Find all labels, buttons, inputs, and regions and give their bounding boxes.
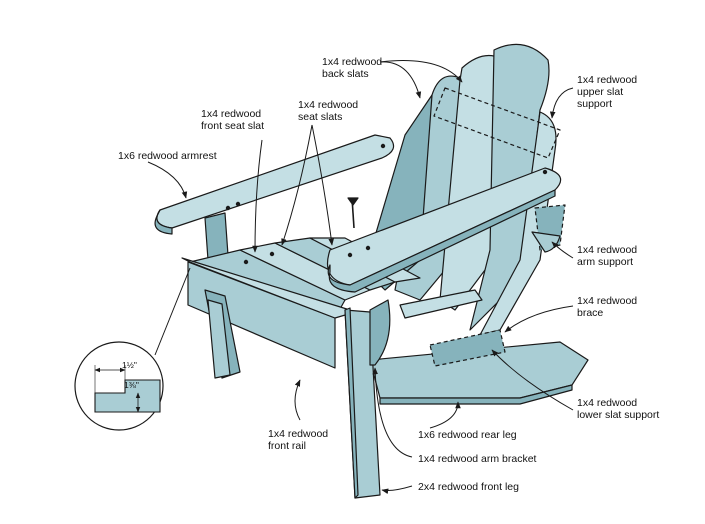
- right-front-leg-side: [344, 307, 359, 499]
- left-armrest-edge: [154, 209, 173, 235]
- label-upper-slat-support: 1x4 redwood upper slat support: [577, 74, 638, 110]
- label-front-seat-slat: 1x4 redwood front seat slat: [201, 108, 265, 132]
- leader-seat-slats-1: [281, 124, 313, 246]
- inset-dim-top: 1½": [122, 360, 137, 370]
- leader-lines: [147, 60, 574, 494]
- label-arm-bracket: 1x4 redwood arm bracket: [418, 453, 537, 465]
- rear-leg-runner-edge: [379, 384, 573, 405]
- label-front-leg: 2x4 redwood front leg: [418, 481, 519, 493]
- leader-upper-slat-support: [549, 87, 574, 119]
- left-arm-support: [204, 212, 229, 261]
- leader-back-slats: [379, 61, 422, 99]
- label-armrest: 1x6 redwood armrest: [118, 150, 217, 162]
- leader-back-slats-2: [379, 60, 463, 83]
- screw-head: [347, 197, 359, 206]
- arm-bracket: [369, 299, 391, 366]
- brace: [399, 289, 483, 319]
- inset-profile: [94, 379, 161, 413]
- label-lower-slat-support: 1x4 redwood lower slat support: [577, 397, 660, 421]
- label-rear-leg: 1x6 redwood rear leg: [418, 429, 517, 441]
- leader-brace: [504, 305, 574, 333]
- leader-armrest: [147, 161, 188, 199]
- leader-seat-slats-2: [311, 124, 334, 246]
- label-brace: 1x4 redwood brace: [577, 295, 638, 319]
- leader-front-leg: [381, 485, 413, 494]
- lower-slat-support: [429, 329, 506, 367]
- left-armrest: [156, 134, 395, 229]
- leader-front-seat-slat: [252, 139, 263, 253]
- label-seat-slats: 1x4 redwood seat slats: [298, 99, 359, 123]
- label-front-rail: 1x4 redwood front rail: [268, 428, 329, 452]
- front-rail-top: [181, 257, 353, 319]
- leader-lower-slat-support: [491, 349, 574, 411]
- joint-detail-inset: 1½" 1⅜": [74, 341, 164, 431]
- inset-dim-side: 1⅜": [124, 380, 139, 390]
- leader-arm-bracket: [372, 367, 413, 458]
- leader-front-rail: [294, 379, 301, 421]
- leader-rear-leg: [429, 401, 461, 429]
- label-back-slats: 1x4 redwood back slats: [322, 56, 383, 80]
- label-arm-support: 1x4 redwood arm support: [577, 244, 638, 268]
- right-armrest-edge: [327, 189, 556, 293]
- left-front-leg-face: [207, 299, 231, 379]
- leader-inset: [154, 267, 191, 356]
- leader-arm-support: [551, 241, 574, 259]
